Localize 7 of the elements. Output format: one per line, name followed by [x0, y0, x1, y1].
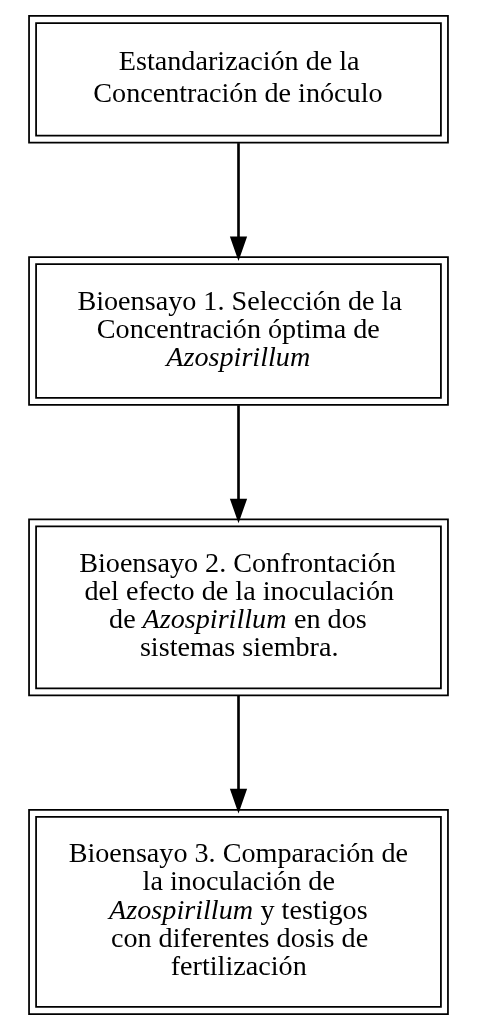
node-box: Bioensayo 1. Selección de la Concentración óptima de Azospirillum	[28, 256, 449, 406]
node-box: Bioensayo 3. Comparación de la inoculación de Azospirillum y testigos con diferentes dosis de fertilización	[28, 808, 449, 1015]
node-box: Bioensayo 2. Confrontación del efecto de la inoculación de Azospirillum en dos sistemas siembra.	[28, 518, 449, 697]
arrow	[229, 405, 248, 524]
arrow	[229, 143, 248, 262]
node-box: Estandarización de la Concentración de inóculo	[28, 15, 449, 144]
arrow	[229, 695, 248, 814]
